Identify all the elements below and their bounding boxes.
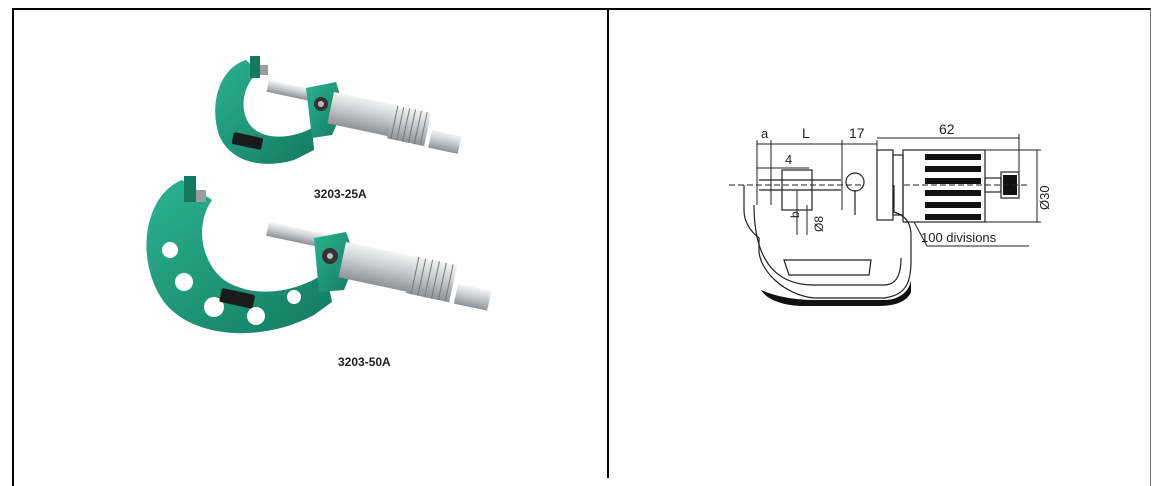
dim-label-d30: Ø30 xyxy=(1037,185,1052,210)
dim-label-l: L xyxy=(802,125,810,141)
table-frame xyxy=(12,8,1151,486)
micrometer-25a-image xyxy=(215,56,462,164)
dim-label-17: 17 xyxy=(849,125,865,141)
dim-label-4: 4 xyxy=(785,152,792,167)
model-label-3203-25a: 3203-25A xyxy=(314,187,367,201)
dim-label-divisions: 100 divisions xyxy=(921,230,997,245)
table-divider xyxy=(607,8,609,478)
dim-label-d8: Ø8 xyxy=(812,216,826,232)
dim-label-62: 62 xyxy=(939,121,955,137)
dimension-drawing-cell: a L 17 62 4 b Ø8 Ø30 100 divisions xyxy=(609,10,1149,478)
dim-label-b: b xyxy=(788,211,802,218)
dimension-drawing: a L 17 62 4 b Ø8 Ø30 100 divisions xyxy=(729,121,1052,306)
product-photo-cell: 3203-25A 3203-50A xyxy=(14,10,607,478)
dim-label-a: a xyxy=(761,126,769,141)
micrometer-photos xyxy=(146,56,492,334)
model-label-3203-50a: 3203-50A xyxy=(338,355,391,369)
micrometer-50a-image xyxy=(146,176,492,334)
